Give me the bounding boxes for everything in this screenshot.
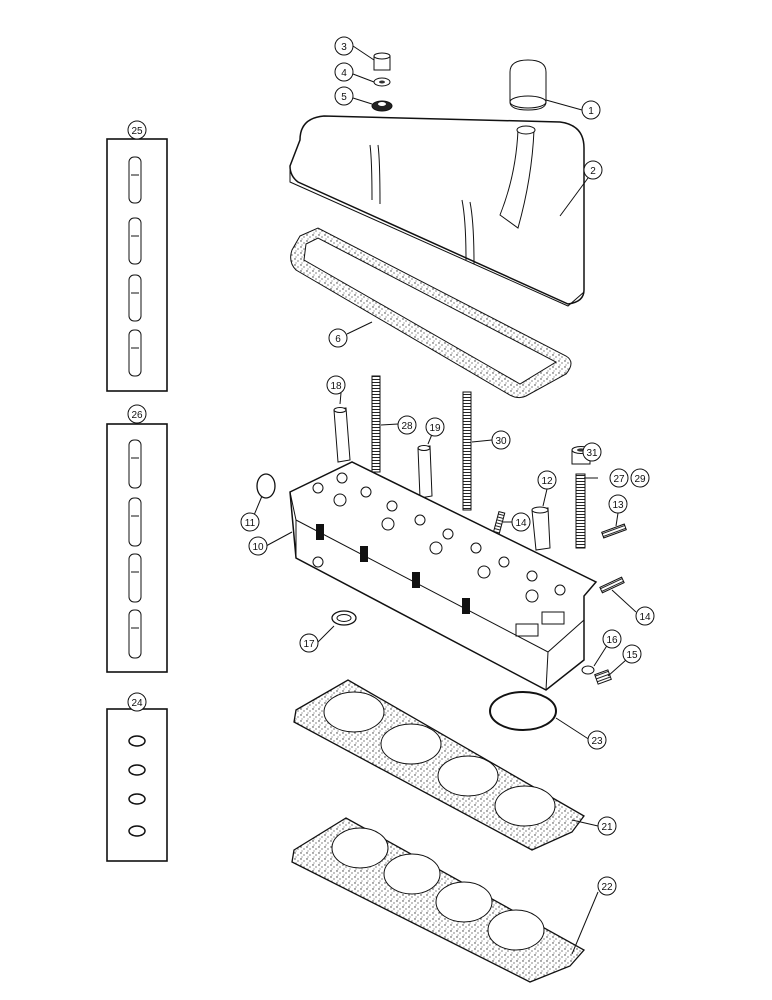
callout-17: 17 [299, 633, 319, 653]
seal-kit-box-24 [106, 708, 168, 862]
head-ports [316, 524, 565, 637]
svg-text:10: 10 [252, 542, 264, 553]
callout-25: 25 [127, 120, 147, 140]
svg-text:5: 5 [341, 92, 347, 103]
svg-text:6: 6 [335, 334, 341, 345]
callout-29: 29 [630, 468, 650, 488]
svg-text:11: 11 [245, 518, 256, 529]
svg-text:13: 13 [612, 500, 624, 511]
bolt-15 [594, 669, 612, 685]
callout-13: 13 [608, 494, 628, 514]
svg-text:14: 14 [515, 518, 527, 529]
callout-21: 21 [597, 816, 617, 836]
svg-text:28: 28 [401, 421, 413, 432]
stud-30 [462, 391, 472, 511]
svg-text:21: 21 [601, 822, 613, 833]
callout-15: 15 [622, 644, 642, 664]
washer-16 [581, 665, 595, 675]
guide-kit-box-26 [106, 423, 168, 673]
plug-11 [256, 473, 276, 499]
callout-14a: 14 [511, 512, 531, 532]
svg-text:14: 14 [639, 612, 651, 623]
svg-text:2: 2 [590, 166, 596, 177]
callout-31: 31 [582, 442, 602, 462]
svg-text:12: 12 [541, 476, 553, 487]
cover-nut [373, 52, 391, 71]
tube-18 [333, 407, 351, 463]
callout-3: 3 [334, 36, 354, 56]
stud-28 [371, 375, 381, 473]
cover-grommet [371, 100, 393, 112]
o-ring-23 [489, 691, 557, 731]
cover-washer [373, 77, 391, 87]
head-bosses [312, 472, 566, 603]
breather-tube [499, 125, 536, 229]
svg-text:24: 24 [131, 698, 143, 709]
svg-text:15: 15 [626, 650, 638, 661]
svg-text:3: 3 [341, 42, 347, 53]
callout-28: 28 [397, 415, 417, 435]
pin-13 [601, 523, 627, 539]
valve-guide-icon [128, 156, 142, 377]
callout-10: 10 [248, 536, 268, 556]
tube-19 [417, 445, 433, 499]
callout-2: 2 [583, 160, 603, 180]
callout-6: 6 [328, 328, 348, 348]
callout-23: 23 [587, 730, 607, 750]
callout-30: 30 [491, 430, 511, 450]
callouts: 1 2 3 4 5 6 10 11 12 13 14 14 15 16 17 1… [127, 36, 655, 896]
callout-12: 12 [537, 470, 557, 490]
callout-24: 24 [127, 692, 147, 712]
pin-14 [599, 576, 625, 594]
callout-27: 27 [609, 468, 629, 488]
seal-ring-icon [128, 735, 146, 837]
callout-11: 11 [240, 512, 260, 532]
head-gasket-21 [293, 679, 585, 851]
callout-22: 22 [597, 876, 617, 896]
head-gasket-22 [291, 817, 586, 983]
callout-5: 5 [334, 86, 354, 106]
svg-text:27: 27 [613, 474, 625, 485]
svg-text:23: 23 [591, 736, 603, 747]
callout-14b: 14 [635, 606, 655, 626]
valve-guide-icon [128, 439, 142, 659]
svg-text:4: 4 [341, 68, 347, 79]
callout-4: 4 [334, 62, 354, 82]
svg-text:25: 25 [131, 126, 143, 137]
svg-text:17: 17 [303, 639, 315, 650]
rocker-cover-gasket [290, 227, 572, 399]
callout-16: 16 [602, 629, 622, 649]
svg-text:1: 1 [588, 106, 594, 117]
cylinder-head [289, 461, 598, 691]
dowel-14 [492, 510, 506, 536]
guide-kit-box-25 [106, 138, 168, 392]
svg-text:18: 18 [330, 381, 342, 392]
svg-text:26: 26 [131, 410, 143, 421]
seal-17 [331, 610, 357, 626]
svg-text:29: 29 [634, 474, 646, 485]
svg-text:16: 16 [606, 635, 618, 646]
svg-text:30: 30 [495, 436, 507, 447]
svg-text:19: 19 [429, 423, 441, 434]
svg-text:31: 31 [586, 448, 598, 459]
breather-cap [509, 59, 547, 111]
svg-text:22: 22 [601, 882, 613, 893]
callout-19: 19 [425, 417, 445, 437]
callout-18: 18 [326, 375, 346, 395]
rocker-cover [289, 115, 585, 307]
callout-1: 1 [581, 100, 601, 120]
stud-27 [575, 473, 586, 549]
callout-26: 26 [127, 404, 147, 424]
tube-12 [531, 506, 551, 551]
